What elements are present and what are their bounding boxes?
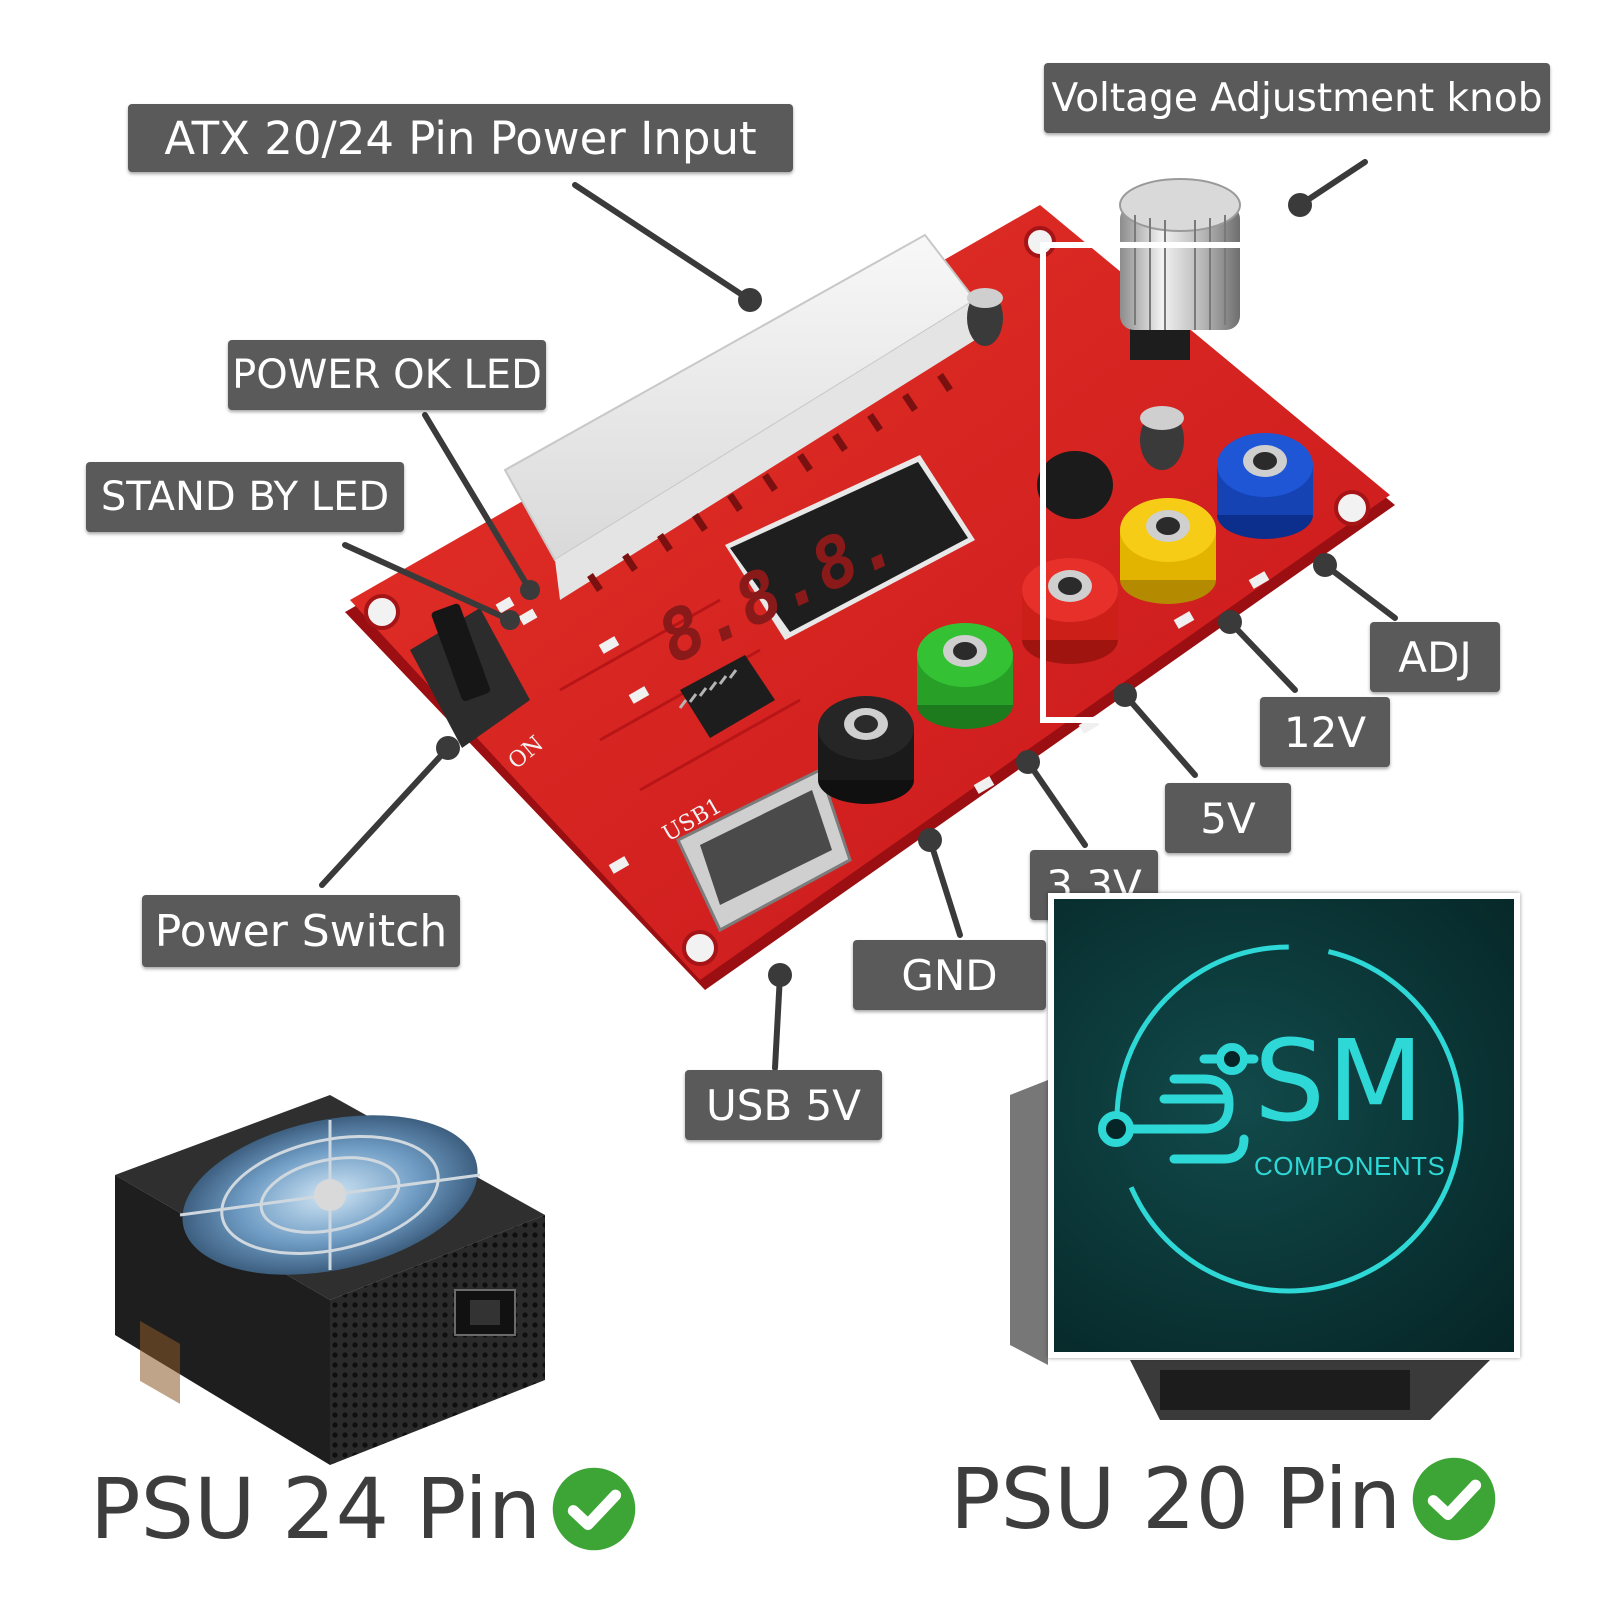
callout-5v: 5V bbox=[1165, 783, 1291, 853]
callout-12v: 12V bbox=[1260, 697, 1390, 767]
terminal-adj bbox=[1217, 433, 1313, 539]
callout-power-ok-led: POWER OK LED bbox=[228, 340, 546, 410]
voltage-knob bbox=[1119, 178, 1241, 360]
psu-24-pin-image bbox=[115, 1095, 545, 1465]
logo-components-text: COMPONENTS bbox=[1254, 1151, 1446, 1181]
psu-20-pin-label: PSU 20 Pin bbox=[950, 1450, 1402, 1548]
atx-connector bbox=[503, 233, 977, 600]
psu-20-pin-caption: PSU 20 Pin bbox=[950, 1450, 1497, 1548]
callout-adj: ADJ bbox=[1370, 622, 1500, 692]
terminal-gnd bbox=[818, 696, 914, 804]
check-circle-icon bbox=[552, 1467, 636, 1551]
capacitor bbox=[967, 288, 1003, 346]
sm-components-logo: SM COMPONENTS bbox=[1048, 893, 1520, 1358]
terminal-5v bbox=[1022, 558, 1118, 664]
check-circle-icon bbox=[1412, 1457, 1496, 1541]
terminal-12v bbox=[1120, 498, 1216, 604]
callout-voltage-adjustment-knob: Voltage Adjustment knob bbox=[1044, 63, 1550, 133]
callout-power-switch: Power Switch bbox=[142, 895, 460, 967]
callout-atx-power-input: ATX 20/24 Pin Power Input bbox=[128, 104, 793, 172]
psu-20-pin-image bbox=[1010, 1080, 1490, 1420]
psu-24-pin-label: PSU 24 Pin bbox=[90, 1460, 542, 1558]
callout-usb-5v: USB 5V bbox=[685, 1070, 882, 1140]
ic-chip bbox=[678, 655, 775, 738]
terminal-3v3 bbox=[917, 623, 1013, 729]
psu-24-pin-caption: PSU 24 Pin bbox=[90, 1460, 637, 1558]
callout-standby-led: STAND BY LED bbox=[86, 462, 404, 532]
logo-sm-text: SM bbox=[1254, 1017, 1426, 1147]
circuit-logo-icon bbox=[1098, 944, 1464, 1294]
callout-gnd: GND bbox=[853, 940, 1046, 1010]
capacitor bbox=[1140, 406, 1184, 470]
